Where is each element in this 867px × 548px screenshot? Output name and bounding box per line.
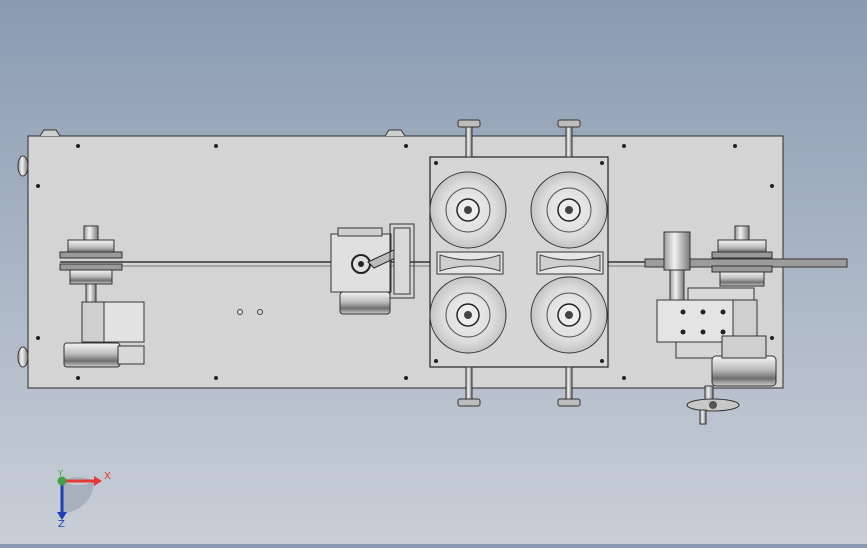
roller-top-left: [429, 171, 507, 249]
caster-top-left: [17, 155, 29, 177]
handwheel: [686, 385, 740, 425]
caster-bottom-left: [17, 346, 29, 368]
roller-bottom-left: [429, 276, 507, 354]
roller-top-right: [530, 171, 608, 249]
gearbox-assembly: [330, 223, 415, 315]
roller-bottom-right: [530, 276, 608, 354]
z-axis-label: Z: [58, 519, 65, 530]
adjust-screw-bottom-left: [457, 366, 481, 407]
y-axis-label: Y: [57, 469, 63, 478]
payoff-spool-assembly: [59, 225, 145, 368]
adjust-screw-bottom-right: [557, 366, 581, 407]
adjust-screw-top-right: [557, 119, 581, 158]
plate-bolts: [36, 144, 774, 380]
plate-holes: [237, 309, 263, 315]
feed-motor-assembly: [656, 225, 777, 387]
wire-guide-blocks: [436, 251, 604, 275]
adjust-screw-top-left: [457, 119, 481, 158]
y-axis-dot: [57, 476, 67, 486]
x-axis-label: X: [104, 471, 111, 482]
mount-tab-left: [39, 129, 61, 137]
mount-tab-right: [384, 129, 406, 137]
axes-triad: X Y Z: [57, 469, 111, 530]
